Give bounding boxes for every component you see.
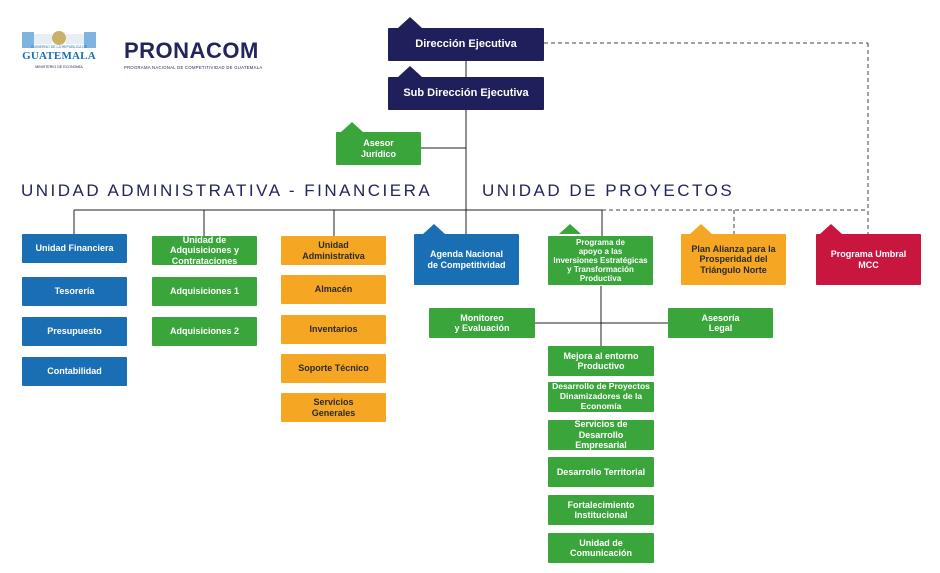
sub-unit-comunicacion: Unidad de Comunicación: [548, 533, 654, 563]
sub-unit-mejora-entorno: Mejora al entorno Productivo: [548, 346, 654, 376]
sub-unit-servicios-desarrollo: Servicios de Desarrollo Empresarial: [548, 419, 654, 450]
sub-unit-fortalecimiento: Fortalecimiento Institucional: [548, 495, 654, 525]
triangle-marker: [398, 17, 422, 28]
unidad-adquisiciones: Unidad de Adquisiciones y Contrataciones: [152, 235, 257, 266]
triangle-marker: [690, 224, 712, 234]
agenda-nacional-competitividad: Agenda Nacional de Competitividad: [414, 234, 519, 285]
triangle-marker: [398, 66, 422, 77]
sub-direccion-ejecutiva: Sub Dirección Ejecutiva: [388, 77, 544, 110]
programa-apoyo-inversiones: Programa de apoyo a las Inversiones Estr…: [548, 236, 653, 285]
presupuesto: Presupuesto: [22, 317, 127, 346]
pronacom-subtitle: PROGRAMA NACIONAL DE COMPETITIVIDAD DE G…: [124, 65, 263, 70]
triangle-marker: [341, 122, 363, 132]
soporte-tecnico: Soporte Técnico: [281, 354, 386, 383]
inventarios: Inventarios: [281, 315, 386, 344]
triangle-marker: [559, 224, 581, 234]
adquisiciones-2: Adquisiciones 2: [152, 317, 257, 346]
triangle-marker: [820, 224, 842, 234]
asesoria-legal: Asesoría Legal: [668, 308, 773, 338]
asesor-juridico: Asesor Jurídico: [336, 132, 421, 165]
unidad-financiera: Unidad Financiera: [22, 234, 127, 263]
pronacom-name: PRONACOM: [124, 38, 259, 63]
pronacom-logo: PRONACOM PROGRAMA NACIONAL DE COMPETITIV…: [120, 38, 270, 76]
guatemala-logo: GOBIERNO DE LA REPÚBLICA DE GUATEMALA MI…: [18, 28, 100, 76]
heading-unidad-administrativa: UNIDAD ADMINISTRATIVA - FINANCIERA: [21, 181, 433, 200]
direccion-ejecutiva: Dirección Ejecutiva: [388, 28, 544, 61]
guatemala-top-text: GOBIERNO DE LA REPÚBLICA DE: [30, 45, 88, 49]
unidad-administrativa: Unidad Administrativa: [281, 236, 386, 265]
adquisiciones-1: Adquisiciones 1: [152, 277, 257, 306]
almacen: Almacén: [281, 275, 386, 304]
guatemala-bottom-text: MINISTERIO DE ECONOMÍA: [35, 65, 83, 69]
sub-unit-desarrollo-territorial: Desarrollo Territorial: [548, 457, 654, 487]
triangle-marker: [423, 224, 445, 234]
tesoreria: Tesorería: [22, 277, 127, 306]
programa-umbral-mcc: Programa Umbral MCC: [816, 234, 921, 285]
servicios-generales: Servicios Generales: [281, 393, 386, 422]
guatemala-name: GUATEMALA: [22, 50, 96, 62]
contabilidad: Contabilidad: [22, 357, 127, 386]
plan-alianza-prosperidad: Plan Alianza para la Prosperidad del Tri…: [681, 234, 786, 285]
monitoreo-evaluacion: Monitoreo y Evaluación: [429, 308, 535, 338]
sub-unit-desarrollo-proyectos: Desarrollo de Proyectos Dinamizadores de…: [548, 381, 654, 412]
guatemala-emblem-icon: [22, 31, 96, 48]
heading-unidad-proyectos: UNIDAD DE PROYECTOS: [482, 181, 735, 200]
